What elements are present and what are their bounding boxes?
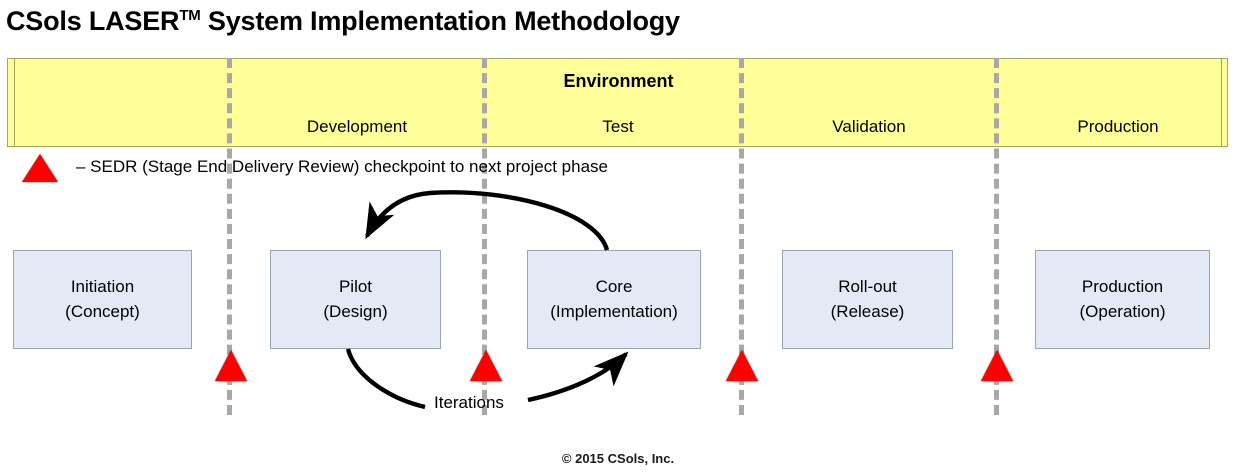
stage-name-core: Core xyxy=(595,276,633,296)
environment-heading: Environment xyxy=(563,71,674,91)
stage-qualifier-core: (Implementation) xyxy=(550,301,678,321)
stage-name-initiation: Initiation xyxy=(70,276,135,296)
environment-phase-test: Test xyxy=(602,117,634,136)
stage-name-production: Production xyxy=(1081,276,1164,296)
stage-box-production[interactable]: Production (Operation) xyxy=(1035,250,1210,349)
stage-box-rollout[interactable]: Roll-out (Release) xyxy=(782,250,953,349)
sedr-checkpoint-icon-3 xyxy=(726,350,758,381)
iteration-arrow-pilot-down xyxy=(345,348,426,410)
stage-box-core[interactable]: Core (Implementation) xyxy=(527,250,701,349)
stage-box-initiation[interactable]: Initiation (Concept) xyxy=(13,250,192,349)
trademark-symbol: TM xyxy=(179,7,201,24)
title-product-text: CSols LASER xyxy=(6,6,180,36)
banner-left-rule xyxy=(14,59,15,146)
stage-name-pilot: Pilot xyxy=(338,276,373,296)
stage-qualifier-initiation: (Concept) xyxy=(65,301,140,321)
sedr-checkpoint-icon-2 xyxy=(470,350,502,381)
stage-name-rollout: Roll-out xyxy=(838,276,897,296)
stage-qualifier-pilot: (Design) xyxy=(323,301,388,321)
stage-qualifier-rollout: (Release) xyxy=(830,301,905,321)
sedr-legend-text: – SEDR (Stage End Delivery Review) check… xyxy=(76,157,608,176)
sedr-checkpoint-icon-1 xyxy=(215,350,247,381)
environment-phase-production: Production xyxy=(1077,117,1159,136)
banner-right-rule xyxy=(1221,59,1222,146)
iterations-label: Iterations xyxy=(434,393,504,412)
environment-banner: Environment Development Test Validation … xyxy=(7,58,1228,147)
copyright-footer: © 2015 CSols, Inc. xyxy=(561,451,675,466)
environment-phase-development: Development xyxy=(306,117,408,136)
iteration-arrow-up-to-core xyxy=(527,351,629,403)
phase-divider-3 xyxy=(739,58,744,415)
sedr-checkpoint-icon-4 xyxy=(981,350,1013,381)
red-triangle-icon xyxy=(22,154,58,182)
environment-phase-validation: Validation xyxy=(832,117,906,136)
stage-qualifier-production: (Operation) xyxy=(1079,301,1166,321)
phase-divider-4 xyxy=(994,58,999,415)
phase-divider-1 xyxy=(227,58,232,415)
iteration-arrow-core-to-pilot xyxy=(365,190,610,251)
title-suffix-text: System Implementation Methodology xyxy=(200,6,680,36)
stage-box-pilot[interactable]: Pilot (Design) xyxy=(270,250,441,349)
page-title: CSols LASERTM System Implementation Meth… xyxy=(6,2,906,40)
